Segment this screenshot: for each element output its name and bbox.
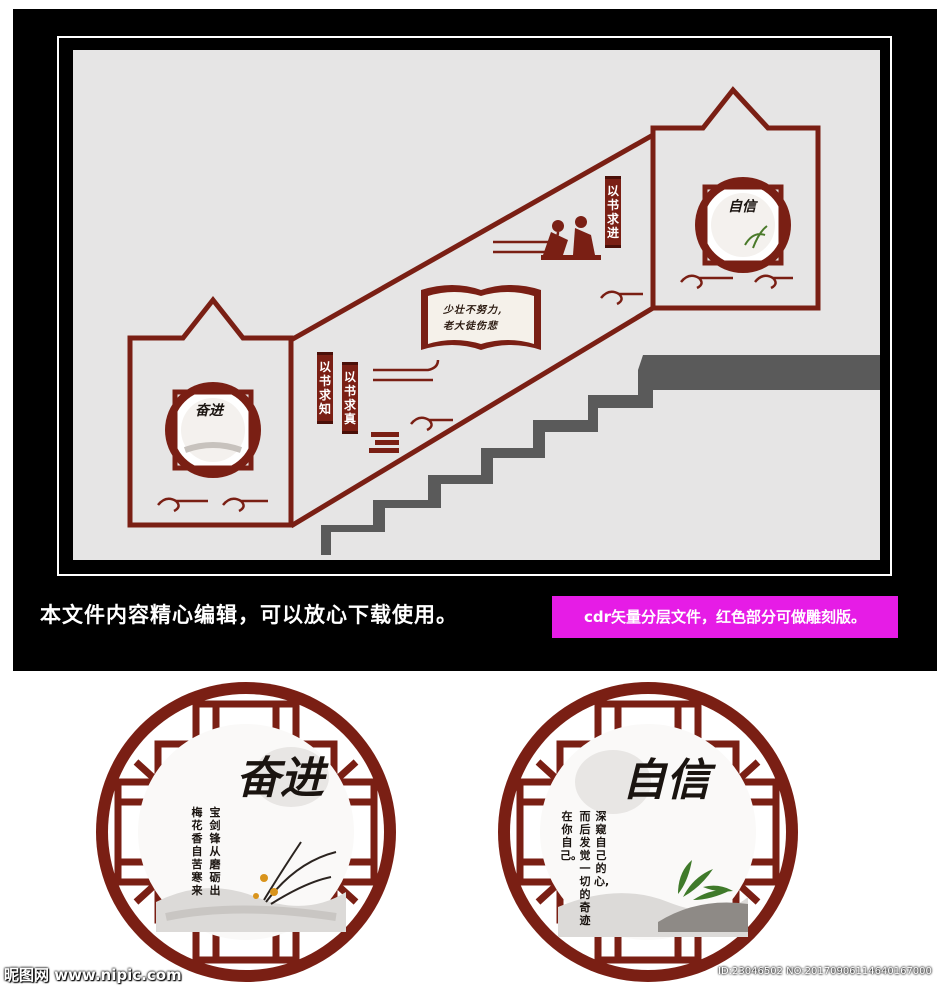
plaque-left-a: 以书求知 (317, 352, 333, 424)
plaque-top: 以书求进 (605, 176, 621, 248)
cloud-scroll-decor (157, 231, 793, 513)
left-wall-medallion (165, 382, 261, 478)
medallion-right-title: 自信 (622, 755, 710, 806)
medallion-right-poem-col-2: 而后发觉一切的奇迹 (579, 810, 591, 927)
site-watermark: 昵图网 www.nipic.com (4, 966, 182, 984)
medallion-right-poem-col-1: 深窥自己的心, (594, 810, 610, 888)
medallion-right-poem-col-3: 在你自己。 (560, 810, 582, 862)
staircase-decor-art (127, 86, 880, 555)
notice-caption: 本文件内容精心编辑，可以放心下载使用。 (40, 603, 458, 627)
medallion-left-poem-col-2: 梅花香自苦寒来 (191, 806, 203, 897)
wall-outline (57, 36, 892, 576)
right-wall-medallion-title: 自信 (728, 199, 756, 215)
book-stack-decor (369, 432, 399, 453)
medallion-left: 奋进 宝剑锋从磨砺出 梅花香自苦寒来 (96, 682, 396, 982)
left-pavilion-frame (127, 295, 294, 528)
lattice-window-right (498, 682, 798, 982)
file-info-badge: cdr矢量分层文件，红色部分可做雕刻版。 (552, 596, 898, 638)
stair-steps (321, 355, 880, 555)
right-pavilion-frame (650, 86, 821, 311)
left-wall-medallion-title: 奋进 (195, 403, 223, 419)
medallion-right: 自信 深窥自己的心, 而后发觉一切的奇迹 在你自己。 (498, 682, 798, 982)
right-wall-medallion (695, 177, 791, 273)
open-book-scroll (421, 285, 541, 350)
image-id-watermark: ID:23046502 NO:20170906114640167000 (718, 966, 932, 977)
orchid-flowers (253, 874, 278, 899)
bamboo-leaves (678, 860, 733, 900)
reading-figures-silhouette (541, 216, 601, 260)
medallion-left-poem-col-1: 宝剑锋从磨砺出 (209, 806, 221, 897)
plaque-left-b: 以书求真 (342, 362, 358, 434)
lattice-window-left (96, 682, 396, 982)
scroll-poem-line-1: 少壮不努力, (443, 305, 503, 316)
staircase-wall: 少壮不努力, 老大徒伤悲 以书求进 以书求知 以书求真 奋进 自信 (73, 50, 880, 560)
medallion-left-title: 奋进 (236, 753, 324, 804)
scroll-poem-line-2: 老大徒伤悲 (443, 321, 498, 332)
